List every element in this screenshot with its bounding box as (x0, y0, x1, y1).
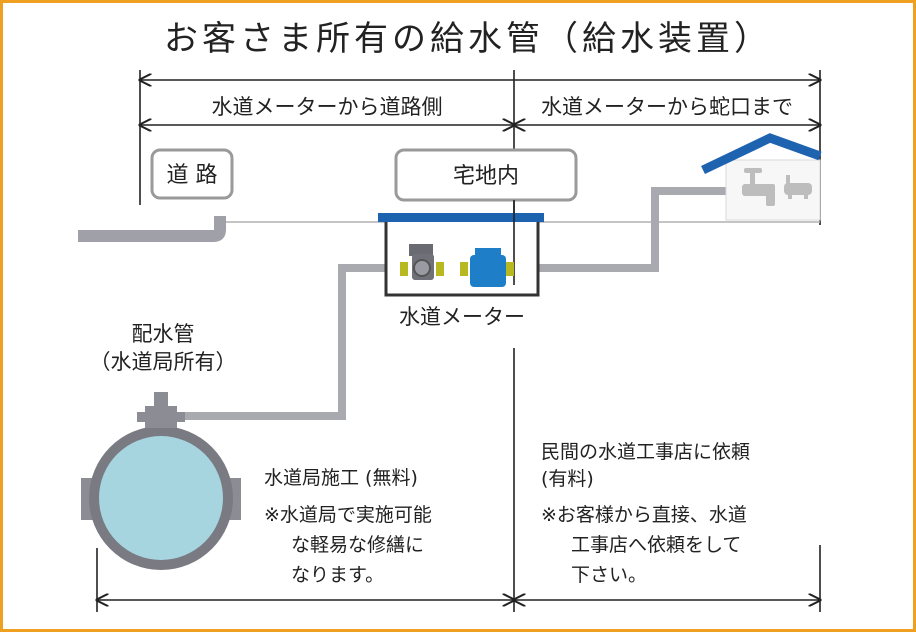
left-note: 水道局施工 (無料) ※水道局で実施可能 な軽易な修繕に なります。 (264, 467, 432, 586)
left-note-line: ※水道局で実施可能 (264, 504, 432, 526)
meter-label: 水道メーター (399, 305, 525, 329)
right-note-line: ※お客様から直接、水道 (541, 504, 747, 526)
right-note: 民間の水道工事店に依頼 (有料) ※お客様から直接、水道 工事店へ依頼をして 下… (541, 441, 750, 586)
right-note-line: 工事店へ依頼をして (571, 534, 741, 556)
road-label-box (150, 148, 234, 200)
range-label-faucet-side: 水道メーターから蛇口まで (541, 95, 793, 119)
faucet-icon (742, 168, 775, 206)
house-icon (701, 133, 822, 221)
left-note-line: なります。 (291, 564, 384, 586)
water-meter-icon (460, 248, 514, 287)
range-label-road-side: 水道メーターから道路側 (212, 95, 443, 119)
premises-label-box (394, 148, 578, 202)
bathtub-icon (784, 175, 812, 199)
diagram-title: お客さま所有の給水管（給水装置） (164, 19, 772, 59)
main-pipe-owner-label: （水道局所有） (90, 350, 237, 374)
left-note-line: な軽易な修繕に (291, 534, 424, 556)
right-note-heading: (有料) (541, 468, 594, 490)
premises-label: 宅地内 (453, 164, 519, 189)
meter-box (378, 213, 544, 297)
range-dimension-bottom (97, 348, 820, 612)
road-curb (78, 216, 226, 242)
stop-valve-icon (400, 244, 444, 280)
road-label: 道 路 (167, 163, 218, 188)
left-note-heading: 水道局施工 (無料) (264, 467, 418, 489)
distribution-main-icon (81, 392, 241, 570)
right-note-heading: 民間の水道工事店に依頼 (541, 441, 750, 463)
main-pipe-label: 配水管 (132, 322, 195, 346)
right-note-line: 下さい。 (571, 564, 647, 586)
